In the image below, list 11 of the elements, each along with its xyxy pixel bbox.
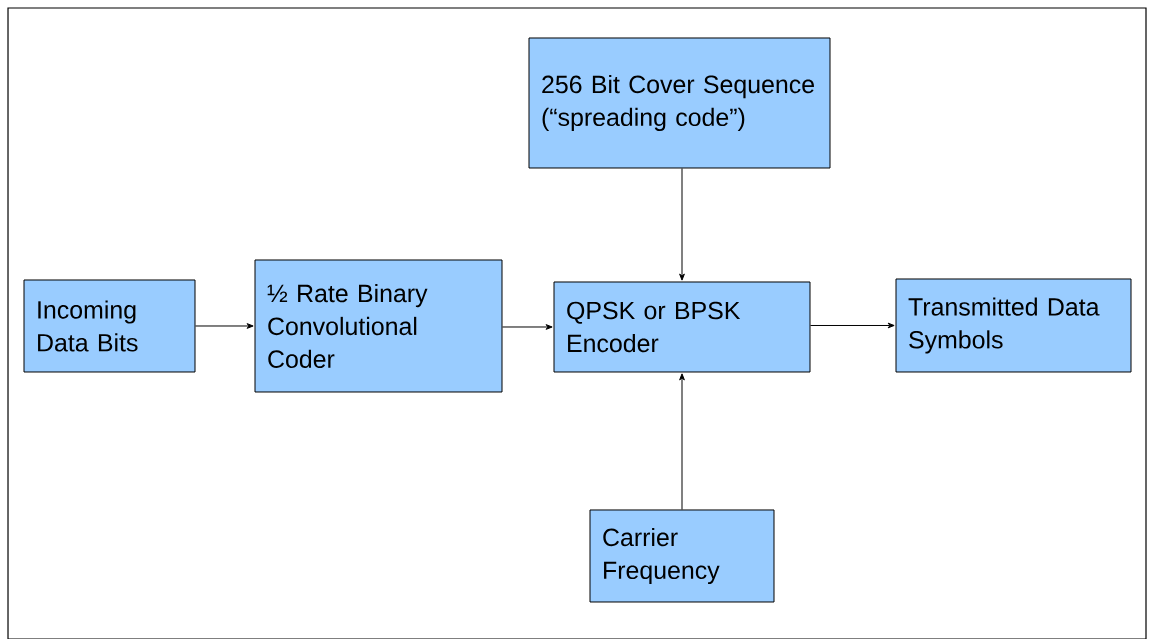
- arrow: [502, 324, 553, 330]
- arrow: [195, 323, 254, 329]
- process-box: Carrier Frequency: [589, 509, 775, 603]
- process-box: Incoming Data Bits: [23, 279, 196, 373]
- process-box: Transmitted Data Symbols: [895, 278, 1132, 373]
- process-box: 256 Bit Cover Sequence (“spreading code”): [528, 37, 831, 169]
- process-box: ½ Rate Binary Convolutional Coder: [254, 259, 503, 393]
- arrow: [679, 168, 685, 281]
- arrow: [810, 322, 895, 329]
- process-box: QPSK or BPSK Encoder: [553, 281, 811, 373]
- arrow: [679, 373, 685, 510]
